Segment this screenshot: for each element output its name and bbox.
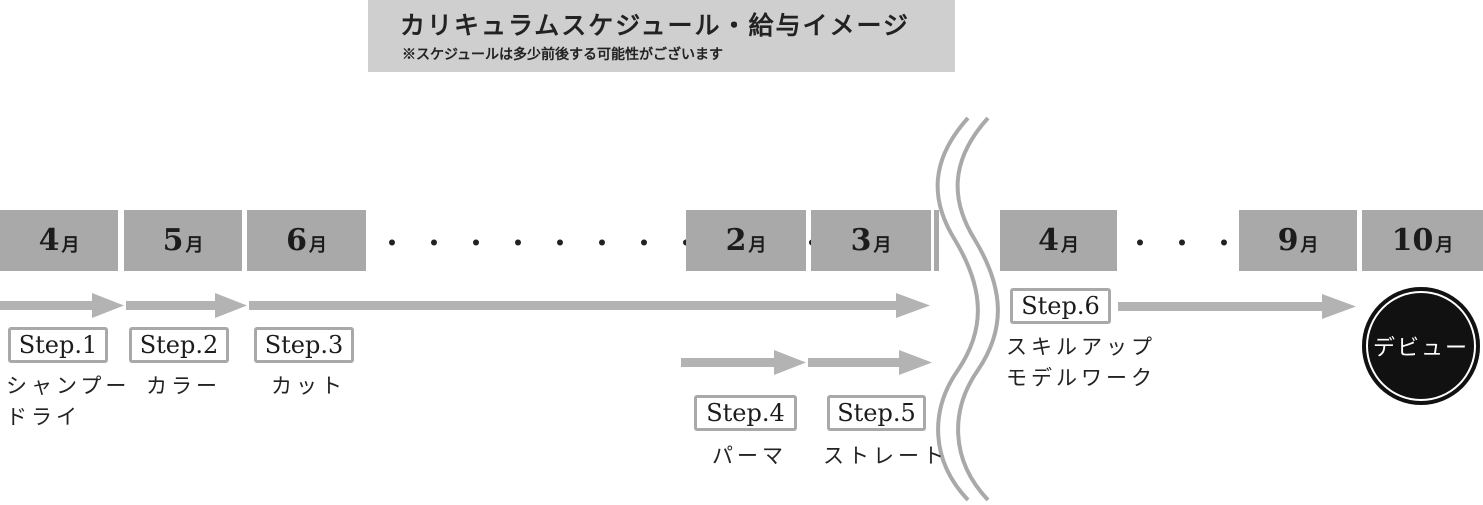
month-unit: 月 xyxy=(61,234,80,256)
month-unit: 月 xyxy=(1060,234,1079,256)
step-6-desc-line1: スキルアップ xyxy=(1006,335,1156,359)
month-number: 4 xyxy=(1038,223,1059,258)
month-number: 5 xyxy=(162,223,184,258)
month-number: 9 xyxy=(1277,223,1299,258)
month-unit: 月 xyxy=(748,234,767,256)
month-unit: 月 xyxy=(185,234,204,256)
page-title: カリキュラムスケジュール・給与イメージ xyxy=(400,11,911,40)
title-note: ※スケジュールは多少前後する可能性がございます xyxy=(402,47,724,63)
month-unit: 月 xyxy=(308,234,327,256)
arrow-step-3 xyxy=(249,293,930,318)
step-6-desc: スキルアップ モデルワーク xyxy=(1006,332,1156,394)
step-6-desc-line2: モデルワーク xyxy=(1006,366,1156,390)
step-1-desc-line2: ドライ xyxy=(6,405,81,429)
step-3-desc: カット xyxy=(271,374,346,398)
step-5-box: Step.5 xyxy=(827,395,926,431)
step-2-box: Step.2 xyxy=(129,327,229,363)
step-3-box: Step.3 xyxy=(254,327,354,363)
month-number: 2 xyxy=(725,223,747,258)
month-number: 3 xyxy=(850,223,872,258)
arrow-step-2 xyxy=(126,293,247,318)
step-6-box: Step.6 xyxy=(1010,288,1111,324)
debut-badge: デビュー xyxy=(1362,287,1480,405)
arrow-step-1 xyxy=(0,293,124,318)
step-2-desc: カラー xyxy=(146,374,221,398)
month-box-stub xyxy=(934,210,939,271)
month-unit: 月 xyxy=(1300,234,1319,256)
step-1-desc-line1: シャンプー xyxy=(6,374,131,398)
month-unit: 月 xyxy=(1435,234,1454,256)
month-number: 4 xyxy=(38,223,60,258)
timeline-break xyxy=(935,116,1000,502)
step-4-desc: パーマ xyxy=(712,444,787,468)
title-banner: カリキュラムスケジュール・給与イメージ ※スケジュールは多少前後する可能性がござ… xyxy=(368,0,955,72)
step-5-desc: ストレート xyxy=(823,444,948,468)
month-number: 10 xyxy=(1391,223,1434,258)
step-1-box: Step.1 xyxy=(8,327,108,363)
arrow-step-6 xyxy=(1118,294,1356,319)
month-number: 6 xyxy=(286,223,307,258)
step-4-box: Step.4 xyxy=(694,395,797,431)
arrow-step-5 xyxy=(808,350,932,375)
step-1-desc: シャンプー ドライ xyxy=(6,371,130,433)
arrow-step-4 xyxy=(681,350,806,375)
month-unit: 月 xyxy=(873,234,892,256)
